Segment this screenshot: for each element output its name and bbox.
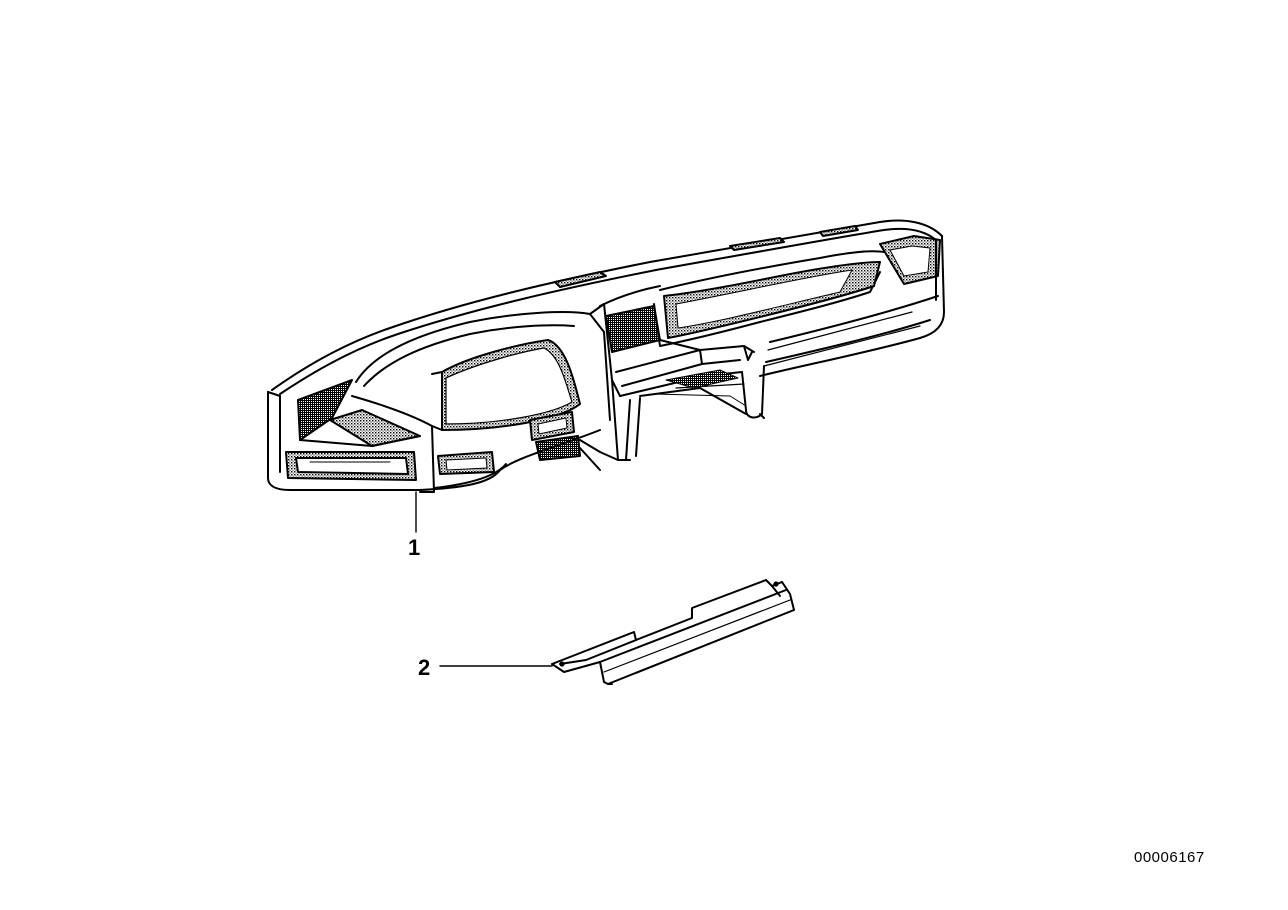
part-1-dashboard-trim — [267, 219, 945, 533]
part-2-bracket — [439, 579, 795, 685]
callout-label-1: 1 — [408, 535, 421, 560]
diagram-id: 00006167 — [1134, 849, 1205, 866]
callout-label-2: 2 — [418, 655, 431, 680]
